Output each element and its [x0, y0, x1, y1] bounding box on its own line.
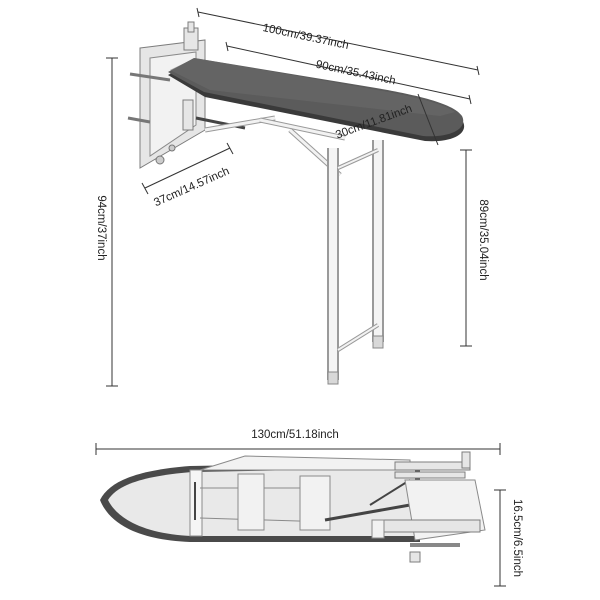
dimension-folded-thickness: 16.5cm/6.5inch — [494, 489, 523, 587]
unfolded-ironing-board — [127, 21, 465, 385]
dimension-total-height: 94cm/37inch — [95, 57, 118, 387]
total-length-label: 100cm/39.37inch — [262, 22, 350, 52]
wall-depth-label: 37cm/14.57inch — [152, 165, 231, 209]
ironing-board-icon — [168, 58, 465, 142]
board-legs — [327, 140, 384, 385]
dimension-board-height: 89cm/35.04inch — [460, 149, 489, 347]
folded-length-label: 130cm/51.18inch — [251, 429, 339, 441]
total-height-label: 94cm/37inch — [95, 195, 107, 260]
folded-thickness-label: 16.5cm/6.5inch — [511, 499, 523, 577]
dimension-folded-length: 130cm/51.18inch — [95, 429, 501, 455]
board-height-label: 89cm/35.04inch — [477, 199, 489, 280]
folded-ironing-board-icon — [100, 451, 486, 563]
